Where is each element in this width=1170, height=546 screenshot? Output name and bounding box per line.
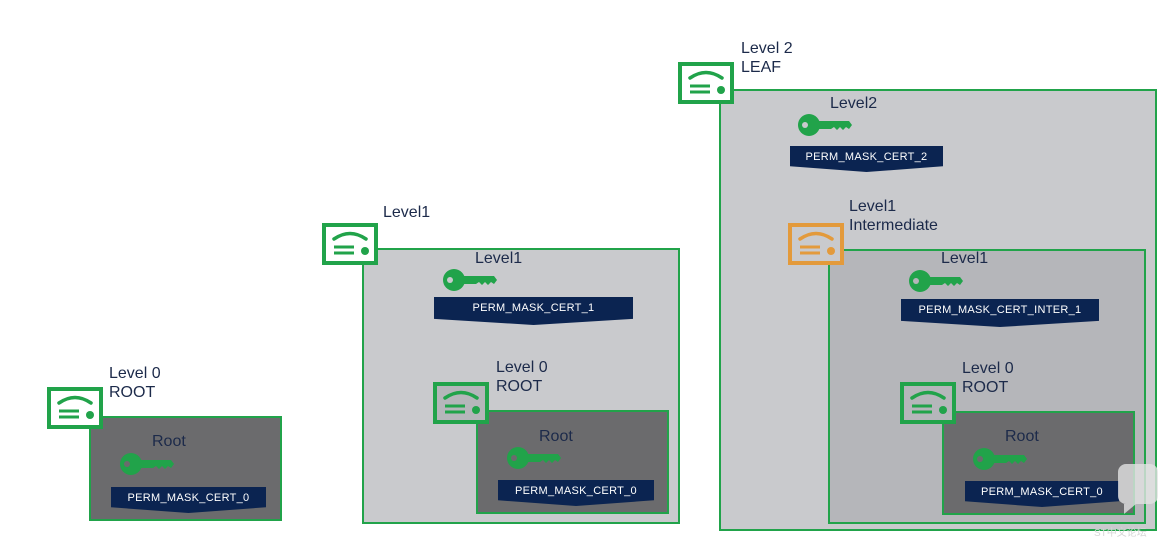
key-label: Level2 [830,95,878,112]
permission-mask-banner: PERM_MASK_CERT_0 [965,481,1119,507]
key-label: Root [152,433,186,450]
permission-mask-banner: PERM_MASK_CERT_1 [434,297,633,325]
key-label: Root [1005,428,1039,445]
cert-level-label: Level 2 [741,40,793,57]
permission-mask-banner: PERM_MASK_CERT_INTER_1 [901,299,1099,327]
key-label: Root [539,428,573,445]
certificate-icon [788,223,844,265]
cert-type-label: ROOT [109,384,156,401]
cert-type-label: ROOT [496,378,543,395]
cert-level-label: Level1 [383,204,431,221]
cert-level-label: Level 0 [962,360,1014,377]
permission-mask-banner: PERM_MASK_CERT_0 [111,487,266,513]
watermark-text: ST中文论坛 [1094,528,1147,539]
key-icon [973,448,1027,470]
key-icon [798,114,852,136]
certificate-icon [678,62,734,104]
key-icon [507,447,561,469]
certificate-icon [433,382,489,424]
key-icon [120,453,174,475]
key-label: Level1 [941,250,989,267]
key-label: Level1 [475,250,523,267]
certificate-icon [322,223,378,265]
certificate-icon [47,387,103,429]
permission-mask-banner: PERM_MASK_CERT_0 [498,480,654,506]
key-icon [909,270,963,292]
key-icon [443,269,497,291]
cert-level-label: Level1 [849,198,897,215]
cert-level-label: Level 0 [109,365,161,382]
chat-bubble-watermark-icon [1118,464,1158,514]
certificate-icon [900,382,956,424]
cert-level-label: Level 0 [496,359,548,376]
cert-type-label: LEAF [741,59,782,76]
permission-mask-banner: PERM_MASK_CERT_2 [790,146,943,172]
cert-type-label: ROOT [962,379,1009,396]
cert-type-label: Intermediate [849,217,938,234]
